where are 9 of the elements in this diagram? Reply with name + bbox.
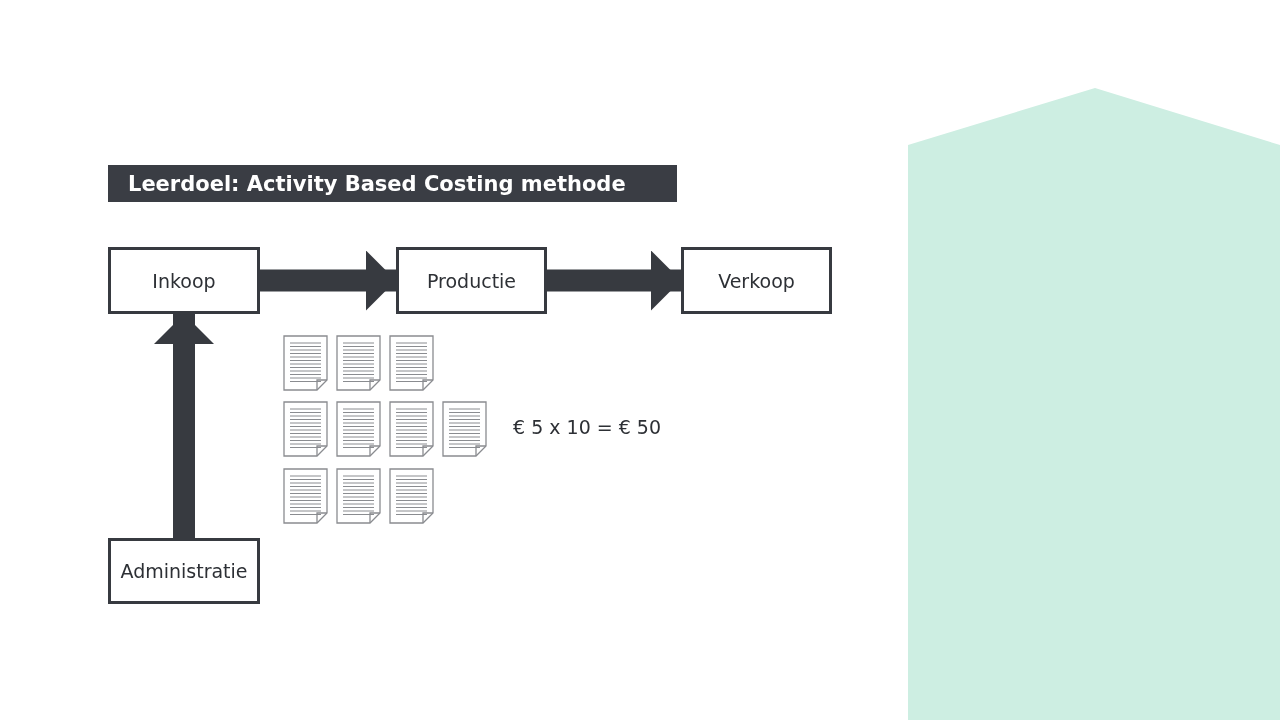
cost-calculation: € 5 x 10 = € 50 <box>513 416 662 438</box>
process-box: Administratie <box>108 538 260 604</box>
arrow <box>260 250 396 311</box>
arrow <box>154 314 214 538</box>
title-banner: Leerdoel: Activity Based Costing methode <box>108 165 677 202</box>
process-box: Productie <box>396 247 547 314</box>
process-box: Inkoop <box>108 247 260 314</box>
arrow <box>547 250 681 311</box>
process-box: Verkoop <box>681 247 832 314</box>
